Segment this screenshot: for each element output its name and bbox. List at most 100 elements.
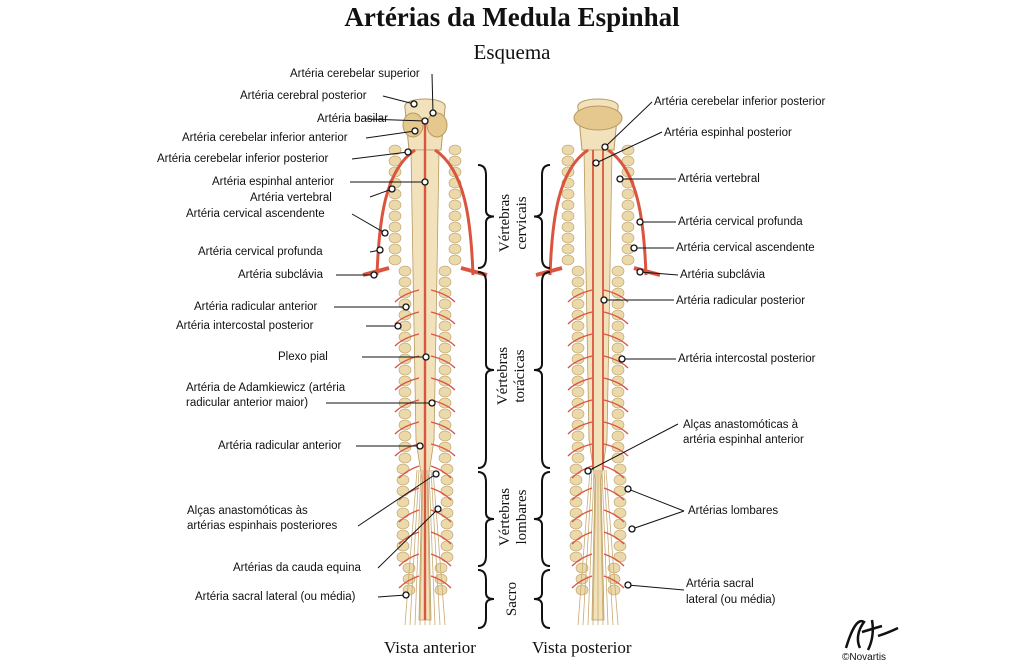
vertebra-left bbox=[398, 265, 412, 277]
vertebra-left bbox=[571, 298, 585, 310]
vertebra-right bbox=[440, 485, 454, 497]
vertebra-right bbox=[613, 496, 627, 508]
vertebra-right bbox=[448, 243, 462, 255]
vertebra-left bbox=[571, 320, 585, 332]
marker-dot bbox=[434, 505, 442, 513]
vertebra-left bbox=[569, 496, 583, 508]
vertebra-left bbox=[398, 342, 412, 354]
cauda-equina-strand bbox=[426, 469, 431, 626]
label-arterias-cauda-equina: Artérias da cauda equina bbox=[233, 562, 361, 574]
vertebra-left bbox=[388, 144, 402, 156]
vertebra-right bbox=[440, 551, 454, 563]
label-arteria-cerebelar-superior: Artéria cerebelar superior bbox=[290, 68, 420, 80]
segmental-branch-right bbox=[430, 289, 456, 303]
leader-line bbox=[587, 423, 679, 472]
label-plexo-pial: Plexo pial bbox=[278, 351, 328, 363]
leader-line bbox=[377, 594, 407, 598]
vertebra-left bbox=[398, 276, 412, 288]
region-brace bbox=[533, 569, 551, 629]
vertebra-right bbox=[613, 540, 627, 552]
segmental-branch-right bbox=[430, 487, 452, 501]
vertebra-right bbox=[440, 474, 454, 486]
cauda-equina-strand bbox=[601, 469, 609, 626]
label-arteria-cervical-ascendente-post: Artéria cervical ascendente bbox=[676, 242, 815, 254]
label-arterias-lombares: Artérias lombares bbox=[688, 505, 779, 517]
marker-dot bbox=[584, 467, 592, 475]
segmental-branch-left bbox=[394, 421, 420, 435]
label-alcas-anastomoticas-line1: Alças anastomóticas às bbox=[187, 505, 308, 517]
region-brace bbox=[477, 569, 495, 629]
marker-dot bbox=[388, 185, 396, 193]
marker-dot bbox=[410, 100, 418, 108]
marker-dot bbox=[624, 581, 632, 589]
cauda-equina-strand bbox=[582, 469, 593, 626]
segmental-branch-right bbox=[430, 421, 456, 435]
label-arteria-espinhal-anterior: Artéria espinhal anterior bbox=[212, 176, 335, 188]
vertebra-right bbox=[440, 518, 454, 530]
marker-dot bbox=[636, 268, 644, 276]
cauda-equina-strand bbox=[419, 469, 424, 626]
vertebra-left bbox=[388, 232, 402, 244]
segmental-branch-left bbox=[398, 465, 420, 479]
cauda-equina-strand bbox=[605, 469, 619, 626]
vertebra-right bbox=[438, 386, 452, 398]
segmental-branch-left bbox=[394, 333, 420, 347]
vertebra-right bbox=[448, 188, 462, 200]
leader-line bbox=[357, 473, 437, 527]
vertebra-right bbox=[438, 364, 452, 376]
vertebra-left bbox=[571, 386, 585, 398]
segmental-branch-left bbox=[398, 553, 420, 567]
segmental-branch-right bbox=[603, 421, 629, 435]
label-arteria-subclavia-post: Artéria subclávia bbox=[680, 269, 766, 281]
vertebra-left bbox=[388, 155, 402, 167]
region-label-sacro: Sacro bbox=[504, 581, 520, 617]
vertebra-left bbox=[571, 430, 585, 442]
vertebra-left bbox=[396, 551, 410, 563]
vertebra-left bbox=[396, 529, 410, 541]
label-arteria-cerebelar-inferior-posterior-post: Artéria cerebelar inferior posterior bbox=[654, 96, 826, 108]
segmental-branch-right bbox=[603, 289, 629, 303]
vertebra-right bbox=[611, 342, 625, 354]
segmental-branch-left bbox=[567, 443, 593, 457]
vertebra-right bbox=[611, 298, 625, 310]
marker-dot bbox=[618, 355, 626, 363]
region-brace bbox=[533, 164, 551, 269]
segmental-branch-right bbox=[430, 355, 456, 369]
marker-dot bbox=[404, 148, 412, 156]
vertebra-left bbox=[575, 584, 589, 596]
vertebra-right bbox=[438, 342, 452, 354]
region-brackets bbox=[477, 164, 551, 629]
label-markers bbox=[370, 100, 644, 599]
segmental-branch-right bbox=[430, 443, 456, 457]
vertebra-right bbox=[611, 265, 625, 277]
vertebra-left bbox=[388, 254, 402, 266]
vertebra-right bbox=[613, 463, 627, 475]
vertebra-right bbox=[611, 386, 625, 398]
diagram-title: Artérias da Medula Espinhal bbox=[344, 2, 680, 32]
segmental-branch-right bbox=[603, 443, 629, 457]
label-arteria-intercostal-posterior-post: Artéria intercostal posterior bbox=[678, 353, 816, 365]
marker-dot bbox=[422, 353, 430, 361]
vertebra-right bbox=[611, 408, 625, 420]
cerebellum-right bbox=[426, 112, 448, 138]
vertebra-right bbox=[613, 551, 627, 563]
label-arteria-vertebral-ant: Artéria vertebral bbox=[250, 192, 332, 204]
segmental-branch-left bbox=[567, 311, 593, 325]
vertebra-right bbox=[438, 276, 452, 288]
segmental-branch-left bbox=[398, 575, 420, 589]
vertebra-right bbox=[448, 155, 462, 167]
label-arteria-sacral-post-line1: Artéria sacral bbox=[686, 578, 754, 590]
cauda-equina-strand bbox=[599, 469, 604, 626]
vertebra-right bbox=[440, 463, 454, 475]
vertebra-left bbox=[561, 243, 575, 255]
vertebra-left bbox=[571, 364, 585, 376]
region-brace bbox=[533, 471, 551, 567]
vertebra-left bbox=[396, 540, 410, 552]
region-brace bbox=[477, 471, 495, 567]
label-arteria-sacral-post-line2: lateral (ou média) bbox=[686, 594, 776, 606]
vertebra-right bbox=[438, 430, 452, 442]
segmental-branch-right bbox=[603, 553, 625, 567]
segmental-branch-left bbox=[571, 575, 593, 589]
